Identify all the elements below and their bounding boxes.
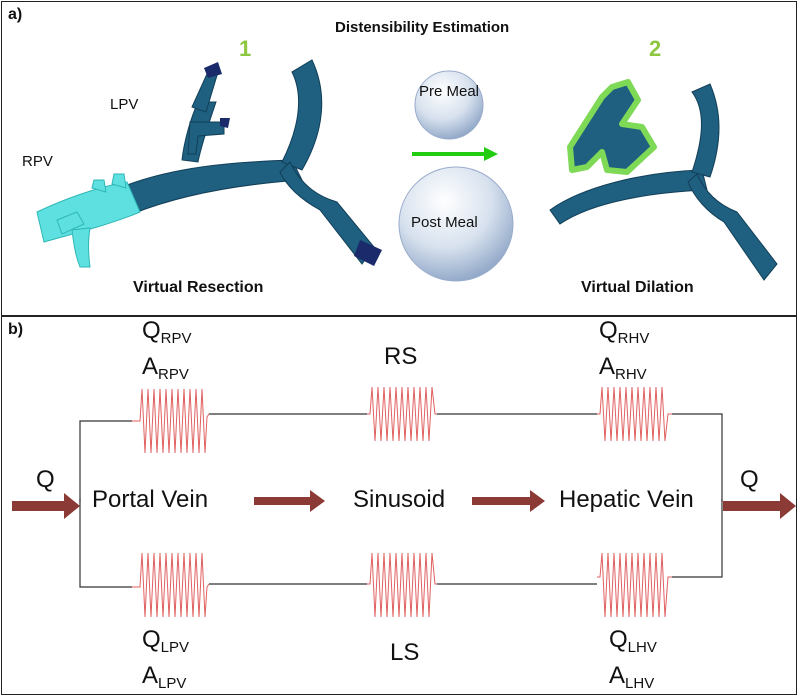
flow-in-arrow-icon [12,493,80,519]
q-lhv-symbol: Q [609,626,628,653]
resistor-icon [597,552,672,618]
ls-label: LS [390,639,420,666]
resistor-icon [597,386,672,442]
right-arrow-icon [472,490,545,512]
portal-vein-label: Portal Vein [92,486,209,513]
panel-b-letter: b) [8,321,24,338]
panel-a-graphics [36,59,778,282]
lhv-flow-area-label: QLHV ALHV [609,626,657,698]
resistor-icon [132,388,210,454]
a-rhv-subscript: RHV [615,366,647,383]
panel-a-letter: a) [8,6,23,23]
rs-label: RS [384,343,418,370]
right-arrow-icon [412,147,498,161]
post-meal-label: Post Meal [411,214,478,231]
q-rhv-subscript: RHV [617,330,650,347]
circuit-diagram [12,386,796,618]
rpv-flow-area-label: QRPV ARPV [142,317,192,389]
post-meal-circle [398,166,514,282]
a-rhv-symbol: A [599,353,616,380]
panel-a: a) Distensibility Estimation 1 2 LPV RPV… [1,1,797,316]
right-arrow-icon [254,490,325,512]
resistor-icon [367,552,437,618]
pre-meal-label: Pre Meal [418,83,480,100]
sinusoid-label: Sinusoid [353,486,446,513]
resistor-icon [367,386,437,442]
flow-in-label: Q [36,466,55,493]
virtual-dilation-caption: Virtual Dilation [581,279,694,296]
lpv-flow-area-label: QLPV ALPV [142,626,189,698]
q-rhv-symbol: Q [599,317,618,344]
panel-title: Distensibility Estimation [335,19,510,36]
flow-out-arrow-icon [723,493,796,519]
flow-arrows [12,490,796,519]
q-lhv-subscript: LHV [627,639,657,656]
q-lpv-subscript: LPV [160,639,190,656]
q-rpv-subscript: RPV [160,330,192,347]
a-lpv-subscript: LPV [158,675,187,692]
vessel-model-dilation [549,79,778,281]
resistor-icon [132,552,210,618]
circuit-wires [79,413,723,588]
hepatic-vein-label: Hepatic Vein [559,486,694,513]
a-rpv-subscript: RPV [158,366,189,383]
pre-meal-circle [414,70,484,140]
virtual-resection-caption: Virtual Resection [133,279,264,296]
a-lhv-subscript: LHV [625,675,655,692]
a-lhv-symbol: A [609,662,626,689]
step-number-1: 1 [239,36,252,61]
panel-b: b) Q Q Portal Vein Sinusoid Hepatic Vein… [1,316,797,695]
a-lpv-symbol: A [142,662,159,689]
vessel-model-resection [36,59,382,268]
q-rpv-symbol: Q [142,317,161,344]
lpv-label: LPV [110,96,139,113]
rhv-flow-area-label: QRHV ARHV [599,317,649,389]
step-number-2: 2 [649,36,662,61]
rpv-label: RPV [22,153,53,170]
a-rpv-symbol: A [142,353,159,380]
flow-out-label: Q [740,466,759,493]
resistors [132,386,672,618]
q-lpv-symbol: Q [142,626,161,653]
